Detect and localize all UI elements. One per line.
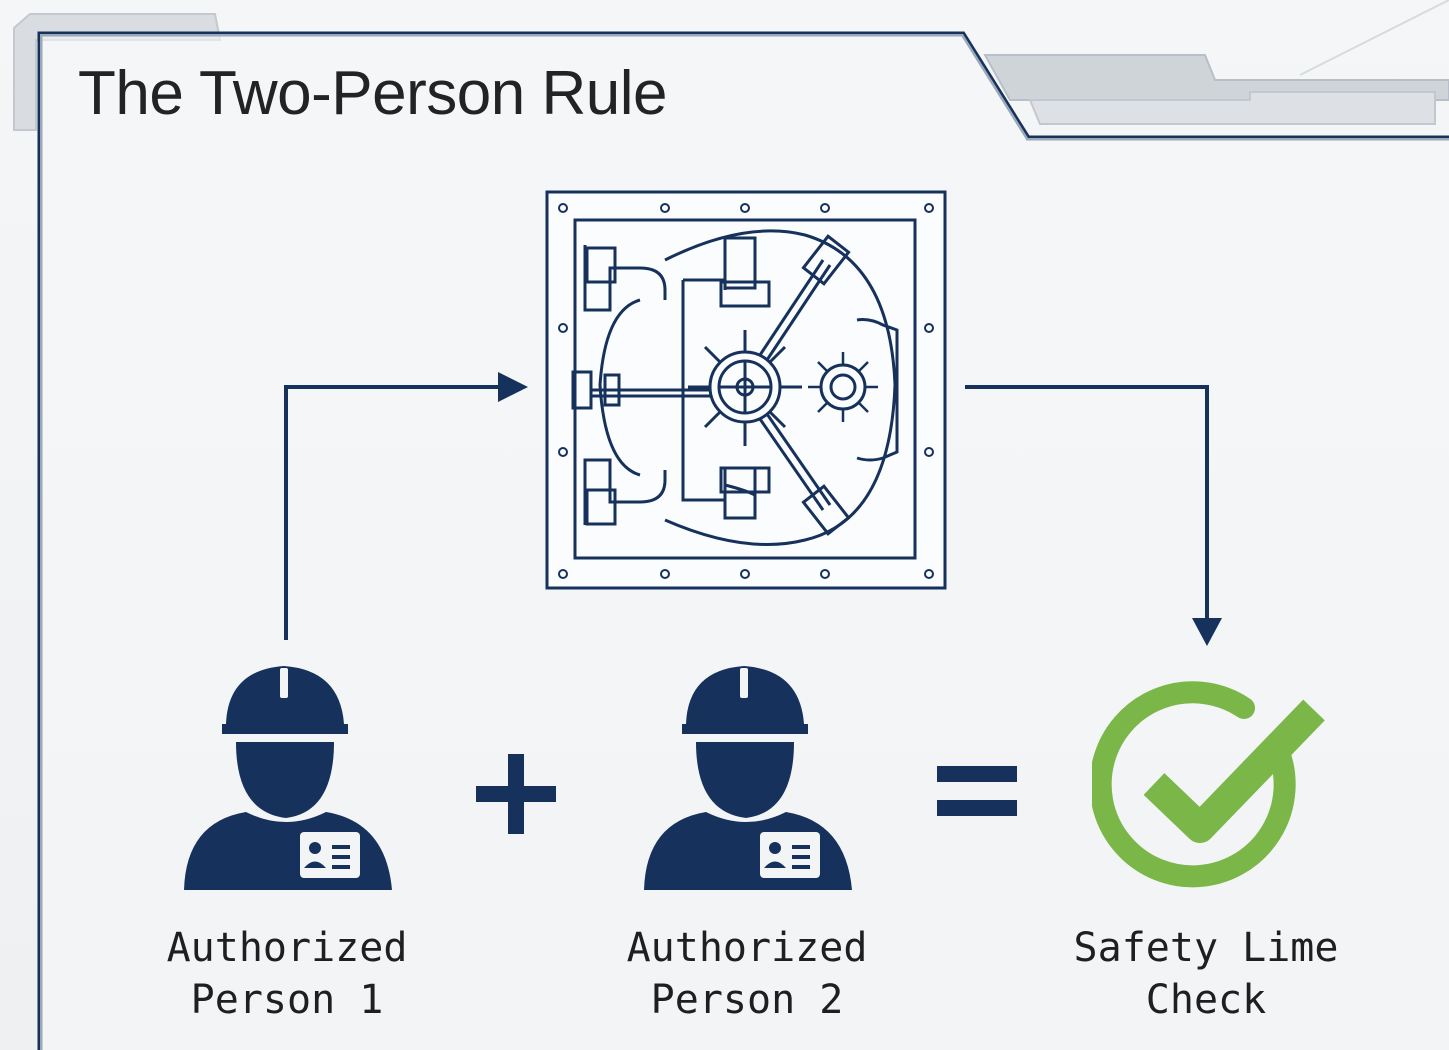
worker-hardhat-badge-icon-person-1 [184,666,392,890]
arrowhead-right-icon [498,372,528,402]
label-line-2: Person 1 [190,977,384,1023]
label-line-2: Check [1145,977,1267,1023]
label-safety-check: Safety Lime Check [1036,922,1376,1026]
plus-icon [476,754,556,834]
arrow-person-to-vault [284,385,500,640]
diagram-title: The Two-Person Rule [78,59,667,128]
worker-hardhat-badge-icon-person-2 [644,666,852,890]
label-line-2: Person 2 [650,977,844,1023]
green-checkmark-circle-icon [1092,681,1325,888]
equals-icon [937,766,1017,816]
label-authorized-person-1: Authorized Person 1 [117,922,457,1026]
label-line-1: Authorized [626,925,868,971]
bank-vault-door-icon [545,190,947,590]
arrowhead-down-icon [1192,618,1222,646]
label-line-1: Authorized [166,925,408,971]
label-line-1: Safety Lime [1073,925,1339,971]
arrow-vault-to-check [965,385,1209,620]
label-authorized-person-2: Authorized Person 2 [577,922,917,1026]
